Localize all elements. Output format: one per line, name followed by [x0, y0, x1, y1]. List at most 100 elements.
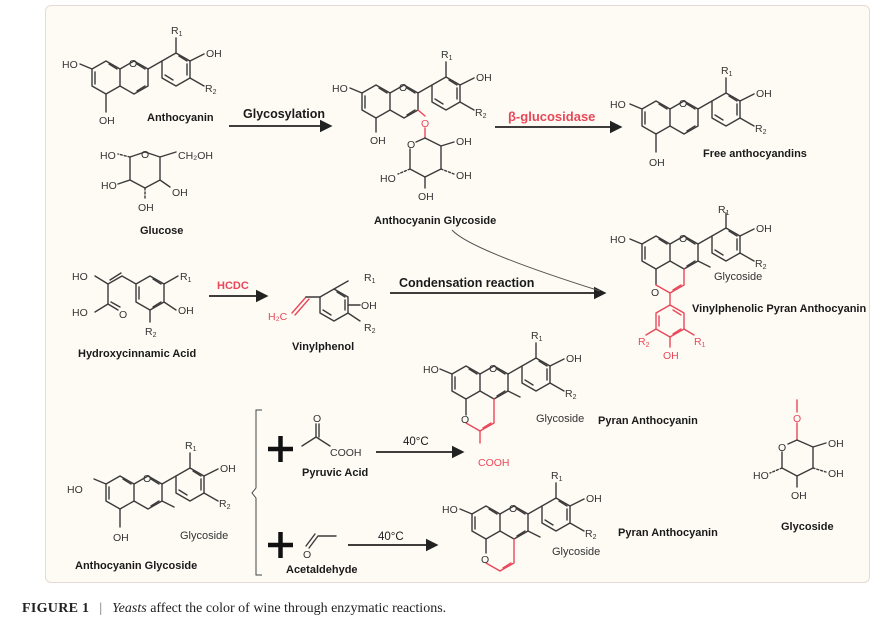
atom-label: O: [421, 118, 429, 130]
svg-text:COOH: COOH: [478, 457, 510, 469]
compound-label-pyruvic-acid: Pyruvic Acid: [302, 467, 368, 479]
atom-label: HO: [332, 83, 348, 95]
svg-text:R1: R1: [180, 271, 192, 284]
compound-label-glycoside: Glycoside: [781, 521, 834, 533]
svg-text:R1: R1: [364, 272, 376, 285]
caption-italic: Yeasts: [112, 601, 147, 616]
free-anthocyandins-structure: HO O OH OH R1 R2: [610, 65, 772, 169]
svg-text:COOH: COOH: [330, 447, 362, 459]
vinylphenolic-pyran-anthocyanin-structure: HO O O OH R1 R2 Glycoside R2 R1 OH: [610, 204, 772, 362]
temperature-label: 40°C: [378, 531, 404, 543]
atom-label: O: [399, 82, 407, 94]
svg-text:OH: OH: [649, 157, 665, 169]
atom-label: OH: [99, 115, 115, 127]
svg-text:HO: HO: [610, 99, 626, 111]
atom-label: OH: [476, 72, 492, 84]
atom-label: OH: [172, 187, 188, 199]
figure-caption: FIGURE 1 | Yeasts affect the color of wine…: [22, 601, 446, 617]
svg-text:O: O: [679, 98, 687, 110]
svg-text:R2: R2: [475, 107, 487, 120]
svg-text:Glycoside: Glycoside: [552, 546, 600, 558]
figure-number: FIGURE 1: [22, 601, 90, 616]
atom-label: HO: [380, 173, 396, 185]
svg-text:OH: OH: [663, 350, 679, 362]
atom-label: O: [407, 139, 415, 151]
svg-text:R2: R2: [565, 388, 577, 401]
compound-label-anthocyanin-glycoside-2: Anthocyanin Glycoside: [75, 560, 197, 572]
atom-label: OH: [456, 136, 472, 148]
svg-text:O: O: [481, 554, 489, 566]
svg-text:HO: HO: [72, 307, 88, 319]
atom-label: OH: [138, 202, 154, 214]
svg-text:OH: OH: [361, 300, 377, 312]
svg-text:OH: OH: [113, 532, 129, 544]
caption-separator: |: [99, 601, 103, 616]
atom-label: OH: [206, 48, 222, 60]
plus-icon: [268, 436, 293, 462]
svg-text:HO: HO: [72, 271, 88, 283]
svg-text:R1: R1: [531, 330, 543, 343]
compound-label-acetaldehyde: Acetaldehyde: [286, 564, 358, 576]
svg-text:O: O: [793, 413, 801, 425]
atom-label: O: [129, 58, 137, 70]
svg-text:OH: OH: [220, 463, 236, 475]
svg-text:O: O: [489, 363, 497, 375]
svg-text:R1: R1: [721, 65, 733, 78]
svg-text:OH: OH: [756, 88, 772, 100]
svg-text:OH: OH: [566, 353, 582, 365]
svg-text:R1: R1: [171, 25, 183, 38]
svg-text:OH: OH: [828, 468, 844, 480]
svg-text:H₂C: H₂C: [268, 311, 288, 323]
svg-text:Glycoside: Glycoside: [536, 413, 584, 425]
svg-text:HO: HO: [442, 504, 458, 516]
svg-text:HO: HO: [423, 364, 439, 376]
anthocyanin-structure: HO O OH OH R1 R2: [62, 25, 222, 127]
reaction-label-glycosylation: Glycosylation: [243, 107, 325, 121]
compound-label-pyran-anthocyanin-2: Pyran Anthocyanin: [618, 527, 718, 539]
brace: [251, 409, 262, 576]
svg-text:O: O: [143, 473, 151, 485]
svg-text:OH: OH: [756, 223, 772, 235]
svg-text:O: O: [303, 549, 311, 561]
svg-text:R1: R1: [441, 49, 453, 62]
anthocyanin-glycoside-2-structure: HO O OH OH R1 R2 Glycoside: [67, 440, 236, 544]
svg-text:OH: OH: [791, 490, 807, 502]
plus-icon: [268, 532, 293, 558]
svg-text:R2: R2: [145, 326, 157, 339]
glycoside-structure: O O OH OH HO OH: [753, 399, 844, 502]
svg-text:R1: R1: [185, 440, 197, 453]
atom-label: OH: [456, 170, 472, 182]
compound-label-pyran-anthocyanin-1: Pyran Anthocyanin: [598, 415, 698, 427]
svg-text:HO: HO: [67, 484, 83, 496]
vinylphenol-structure: H₂C OH R1 R2: [268, 272, 377, 335]
atom-label: HO: [62, 59, 78, 71]
compound-label-hydroxycinnamic-acid: Hydroxycinnamic Acid: [78, 348, 196, 360]
svg-text:OH: OH: [828, 438, 844, 450]
caption-text: affect the color of wine through enzymat…: [146, 601, 447, 616]
glucose-structure: HO O CH₂OH HO OH OH: [100, 149, 213, 214]
svg-text:Glycoside: Glycoside: [180, 530, 228, 542]
svg-text:R2: R2: [219, 498, 231, 511]
svg-text:OH: OH: [178, 305, 194, 317]
figure-panel: [45, 5, 870, 583]
svg-text:R1: R1: [551, 470, 563, 483]
atom-label: R: [205, 83, 213, 95]
enzyme-label-beta-glucosidase: β-glucosidase: [508, 109, 595, 124]
svg-text:R2: R2: [205, 83, 217, 96]
svg-text:R2: R2: [755, 258, 767, 271]
svg-text:R2: R2: [755, 123, 767, 136]
svg-text:HO: HO: [753, 470, 769, 482]
atom-label: CH₂OH: [178, 150, 213, 162]
svg-text:OH: OH: [586, 493, 602, 505]
svg-text:R2: R2: [585, 528, 597, 541]
svg-text:R1: R1: [718, 204, 730, 217]
svg-text:O: O: [119, 309, 127, 321]
svg-text:R2: R2: [638, 336, 650, 349]
hydroxycinnamic-acid-structure: HO HO O OH R1 R2: [72, 271, 194, 339]
compound-label-glucose: Glucose: [140, 225, 183, 237]
atom-label: HO: [100, 150, 116, 162]
temperature-label: 40°C: [403, 436, 429, 448]
svg-text:O: O: [778, 442, 786, 454]
atom-label: HO: [101, 180, 117, 192]
